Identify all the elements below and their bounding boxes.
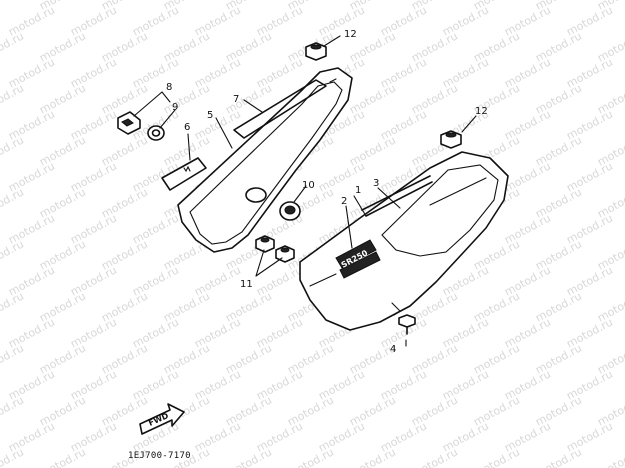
left-side-cover-5 (177, 67, 353, 253)
callout-labels: 12 12 7 5 6 8 9 10 11 1 3 2 4 (166, 29, 488, 355)
callout-6: 6 (184, 122, 190, 133)
callout-12-right: 12 (475, 106, 488, 117)
forward-arrow-icon: FWD (139, 403, 185, 435)
callout-5: 5 (207, 110, 213, 121)
callout-12-top: 12 (344, 29, 357, 40)
callout-8: 8 (166, 82, 172, 93)
washer-9 (147, 125, 165, 141)
right-side-cover-1 (299, 151, 509, 331)
seal-strip-7 (233, 79, 327, 139)
leader-lines (133, 35, 477, 347)
callout-7: 7 (233, 94, 239, 105)
emblem-decal-2: SR250 (335, 239, 381, 279)
diagram-code: 1EJ700-7170 (128, 451, 191, 461)
trim-strip-3 (361, 175, 433, 217)
grommet-12-top (305, 42, 327, 61)
callout-10: 10 (302, 180, 315, 191)
callout-2: 2 (341, 196, 347, 207)
callout-3: 3 (373, 178, 379, 189)
grommet-12-right (440, 130, 462, 149)
label-plate-6 (161, 157, 207, 191)
callout-11: 11 (240, 279, 253, 290)
callout-1: 1 (355, 185, 361, 196)
grommets-11 (255, 235, 295, 263)
bolt-4 (398, 314, 416, 335)
screw-8 (117, 111, 141, 135)
callout-4: 4 (390, 344, 396, 355)
callout-9: 9 (172, 102, 178, 113)
grommet-10 (279, 201, 301, 221)
